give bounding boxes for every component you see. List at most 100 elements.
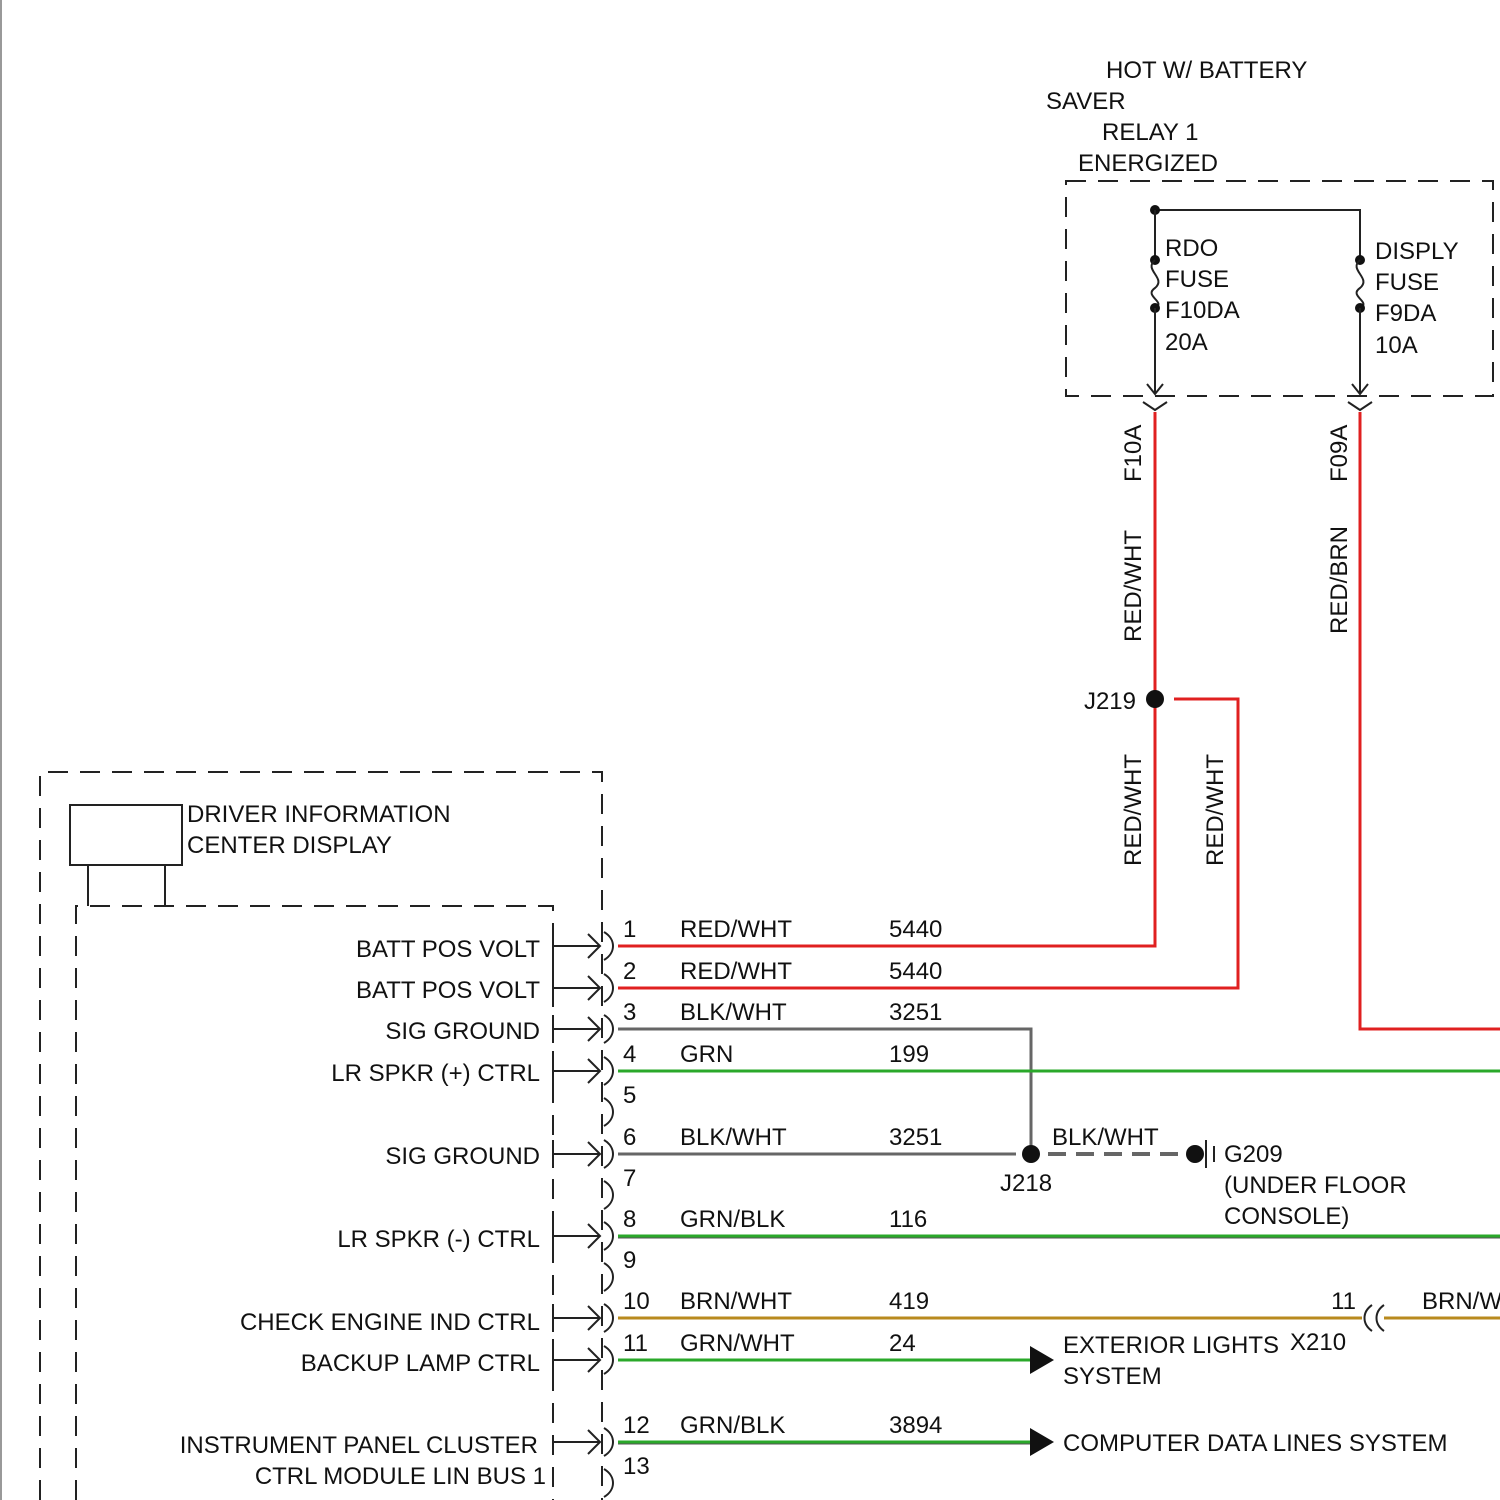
wire-color-label: RED/WHT [680,958,792,985]
circuit-number: 3251 [889,999,942,1026]
pin-number: 3 [623,999,636,1026]
arrow-exterior-lights-icon [1030,1346,1054,1374]
ground-wire-color: BLK/WHT [1052,1124,1159,1151]
splice-j219-label: J219 [1084,688,1136,715]
connector-terminal-icon [604,1428,613,1456]
arrow-computer-data-icon [1030,1428,1054,1456]
relay-title-line-2: SAVER [1046,88,1126,115]
pin-function-label: BATT POS VOLT [356,977,540,1004]
pin-row-5: 5 [604,1082,636,1126]
fuse-left-line-3: F10DA [1165,297,1240,324]
pin-function-label: LR SPKR (-) CTRL [337,1226,540,1253]
wire-color-label: GRN/BLK [680,1412,785,1439]
circuit-number: 3251 [889,1124,942,1151]
pin-row-9: 9 [604,1247,636,1291]
x210-pin: 11 [1331,1288,1356,1315]
pin-number: 12 [623,1412,650,1439]
fuse-right-line-1: DISPLY [1375,238,1459,265]
pin-number: 5 [623,1082,636,1109]
connector-terminal-icon [604,1181,613,1209]
ipc-label-line-1: INSTRUMENT PANEL CLUSTER [180,1432,538,1459]
pin-number: 10 [623,1288,650,1315]
fuse-left-line-1: RDO [1165,235,1218,262]
connector-terminal-icon [604,932,613,960]
pin-number: 4 [623,1041,636,1068]
wire-color-label: GRN [680,1041,733,1068]
module-title-line-2: CENTER DISPLAY [187,832,392,859]
circuit-number: 24 [889,1330,916,1357]
circuit-number: 5440 [889,958,942,985]
relay-title-line-3: RELAY 1 [1102,119,1199,146]
relay-block: HOT W/ BATTERY SAVER RELAY 1 ENERGIZED R… [1046,57,1493,410]
connector-terminal-icon [604,1015,613,1043]
pin-number: 6 [623,1124,636,1151]
wire-color-label: BLK/WHT [680,1124,787,1151]
circuit-number: 5440 [889,916,942,943]
circuit-number: 199 [889,1041,929,1068]
label-f09a: F09A [1326,425,1353,482]
connector-terminal-icon [604,1098,613,1126]
fuse-right-line-3: F9DA [1375,300,1436,327]
wire-color-label: GRN/WHT [680,1330,795,1357]
relay-title-line-1: HOT W/ BATTERY [1106,57,1307,84]
dest-exterior-line-1: EXTERIOR LIGHTS [1063,1332,1279,1359]
label-f10a: F10A [1120,425,1147,482]
pin-row-4: 4 LR SPKR (+) CTRL GRN 199 [331,1041,929,1087]
fuse-left-line-4: 20A [1165,329,1208,356]
x210-connector-right [1377,1305,1385,1331]
x210-connector-left [1365,1305,1373,1331]
wire-color-label: BLK/WHT [680,999,787,1026]
connector-terminal-icon [604,974,613,1002]
wire-color-label: GRN/BLK [680,1206,785,1233]
module-driver-info-center: DRIVER INFORMATION CENTER DISPLAY [40,772,602,1500]
pin-row-2: 2BATT POS VOLTRED/WHT5440 [356,958,942,1004]
ground-name: G209 [1224,1141,1283,1168]
connector-terminal-icon [604,1346,613,1374]
pin-number: 7 [623,1165,636,1192]
pin-function-label: SIG GROUND [385,1143,540,1170]
wire-f10a-pin1 [618,412,1155,946]
pin-row-13: 13 [604,1453,650,1497]
connector-terminal-icon [604,1263,613,1291]
connector-terminal-icon [604,1304,613,1332]
pin-function-label: CHECK ENGINE IND CTRL [240,1309,540,1336]
ground-location-2: CONSOLE) [1224,1203,1349,1230]
pin-row-12: 12 GRN/BLK 3894 [604,1412,942,1456]
pin-number: 1 [623,916,636,943]
module-outer-outline [40,772,602,1500]
x210-name: X210 [1290,1329,1346,1356]
connector-terminal-icon [604,1469,613,1497]
wire-color-label: BRN/WHT [680,1288,792,1315]
pin-row-8: 8 LR SPKR (-) CTRL GRN/BLK 116 [337,1206,927,1253]
circuit-number: 116 [889,1206,927,1233]
splice-j218-dot [1022,1145,1040,1163]
label-right-color-top: RED/BRN [1326,526,1353,634]
fuse-left-element [1152,260,1159,308]
pin-row-7: 7 [604,1165,636,1209]
fuse-left-line-2: FUSE [1165,266,1229,293]
fuse-left-connector-icon [1143,402,1167,410]
signal-wires: J218 BLK/WHT G209 (UNDER FLOOR CONSOLE) … [618,1029,1500,1457]
pin-function-label: BACKUP LAMP CTRL [301,1350,540,1377]
label-branch-color: RED/WHT [1202,754,1229,866]
display-icon [70,805,182,865]
pin-number: 8 [623,1206,636,1233]
circuit-number: 3894 [889,1412,942,1439]
ground-g209-dot [1186,1145,1204,1163]
label-left-color-bottom: RED/WHT [1120,754,1147,866]
label-left-color-top: RED/WHT [1120,530,1147,642]
module-title-line-1: DRIVER INFORMATION [187,801,451,828]
pin-function-label: LR SPKR (+) CTRL [331,1060,540,1087]
connector-terminal-icon [604,1057,613,1085]
ipc-label-line-2: CTRL MODULE LIN BUS 1 [255,1463,546,1490]
splice-j218-label: J218 [1000,1170,1052,1197]
fuse-right-line-2: FUSE [1375,269,1439,296]
wire-f09a [1360,412,1500,1029]
wire-color-label: RED/WHT [680,916,792,943]
